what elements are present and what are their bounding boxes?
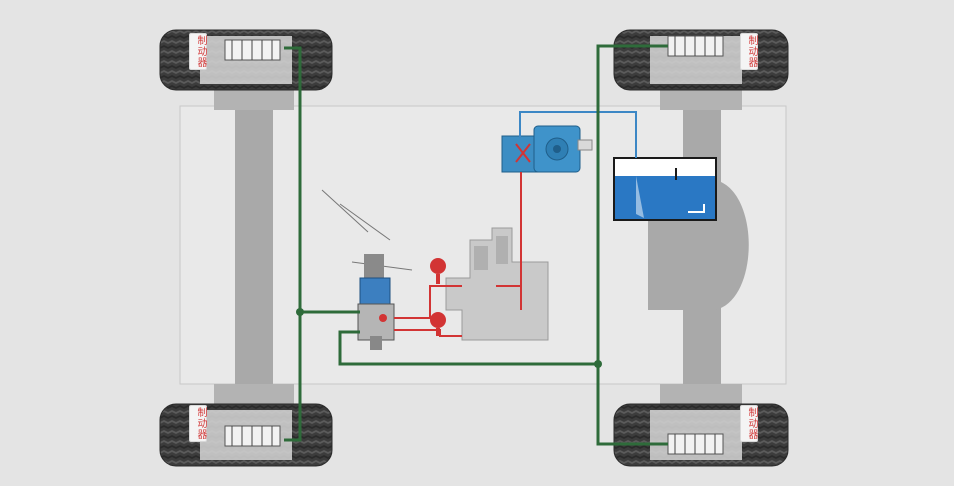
wheel-label-rear-left: 制动器 xyxy=(189,405,207,442)
brake-line-junctions xyxy=(296,308,602,368)
wheel-front-right xyxy=(613,29,789,91)
accumulator-icon xyxy=(430,312,446,336)
wheel-label-front-left: 制动器 xyxy=(189,33,207,70)
brake-cylinder-icon xyxy=(224,425,281,447)
brake-cylinder-icon xyxy=(667,35,724,57)
pressure-lines xyxy=(394,172,522,337)
brake-cylinder-icon xyxy=(224,39,281,61)
wheel-rear-right xyxy=(613,403,789,467)
accumulator-icon xyxy=(430,258,446,284)
brake-pedal-icon xyxy=(321,189,413,350)
suction-line xyxy=(519,111,637,158)
wheel-label-rear-right: 制动器 xyxy=(740,405,758,442)
valve-icon xyxy=(445,227,549,341)
wheel-rear-left xyxy=(159,403,333,467)
brake-lines xyxy=(284,44,668,446)
pump-icon xyxy=(501,125,593,173)
tank-icon xyxy=(613,157,717,221)
wheel-front-left xyxy=(159,29,333,91)
brake-cylinder-icon xyxy=(667,433,724,455)
wheel-label-front-right: 制动器 xyxy=(740,33,758,70)
